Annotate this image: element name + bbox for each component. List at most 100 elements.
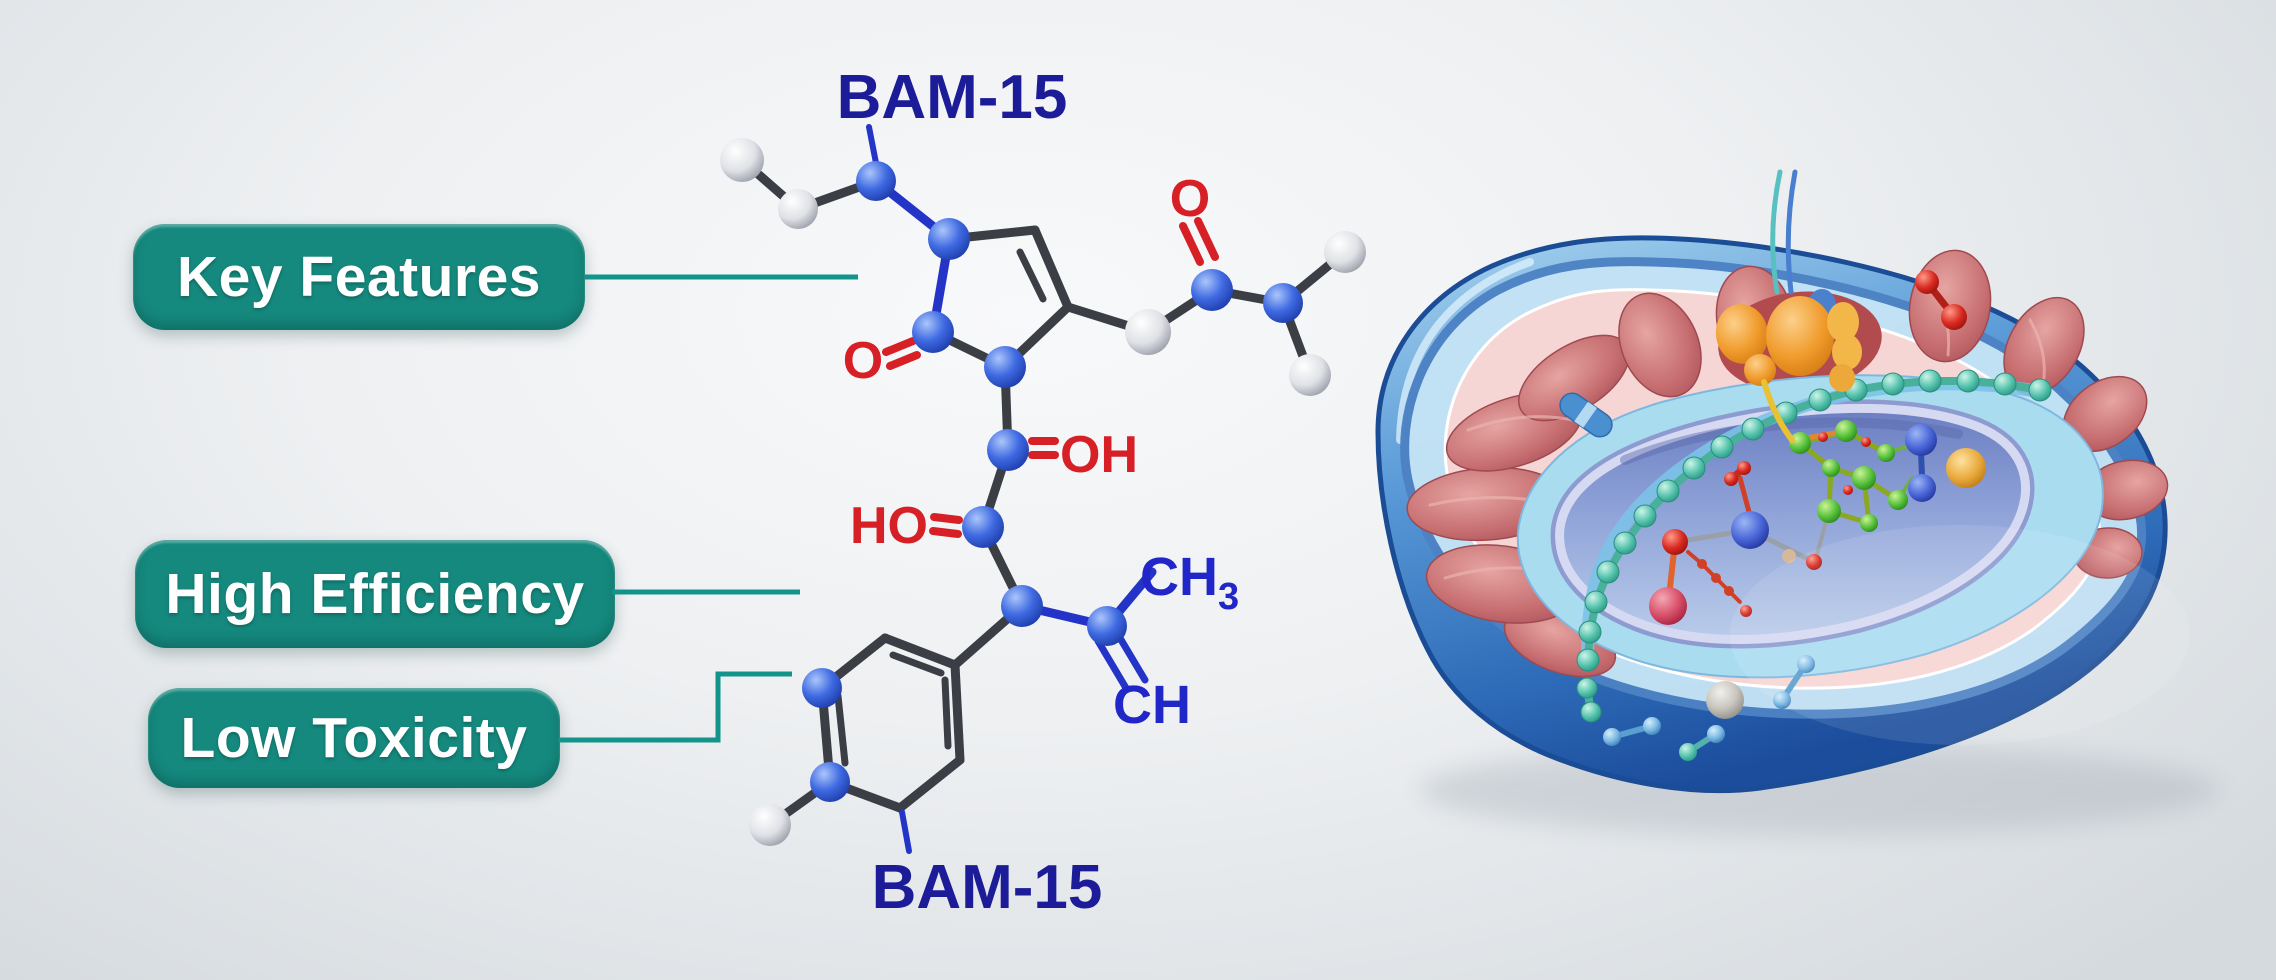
double-bond-inner (834, 692, 849, 767)
bead (1576, 648, 1600, 672)
atom-nitrogen (1191, 269, 1233, 311)
callout-key-features: Key Features (133, 224, 585, 330)
atom-hydrogen (1289, 354, 1331, 396)
link (1918, 449, 1925, 479)
red-ball (1740, 605, 1752, 617)
complex-lobe (1827, 302, 1859, 342)
filament-teal (1770, 169, 1783, 295)
atom-nitrogen (987, 429, 1029, 471)
tan-ball (1782, 549, 1796, 563)
green-ball (1860, 514, 1878, 532)
link (1737, 475, 1752, 515)
methyl-main: CH (1140, 547, 1218, 607)
double-bond-red (1194, 217, 1219, 261)
membrane-highlight (1396, 258, 1534, 444)
bead (1808, 388, 1832, 412)
dumbbell-ball (1797, 655, 1815, 673)
dumbbell-ball (1915, 270, 1939, 294)
hydroxyl-label: OH (1060, 426, 1138, 484)
complex-lobe (1744, 354, 1776, 386)
complex-lobe (1832, 334, 1862, 370)
atom-nitrogen (802, 668, 842, 708)
bead (2028, 378, 2052, 402)
dumbbell-ball (1941, 304, 1967, 330)
atom-nitrogen (962, 506, 1004, 548)
bead (1881, 372, 1905, 396)
red-ball (1806, 554, 1822, 570)
double-bond-blue (1094, 637, 1130, 692)
double-bond-red (886, 351, 921, 370)
bead (1682, 456, 1706, 480)
red-dumbbell (1915, 270, 1967, 330)
molecule-titles: BAM-15 BAM-15 (837, 63, 1103, 922)
bond (880, 633, 960, 670)
bead (1578, 620, 1602, 644)
callout-high-efficiency-label: High Efficiency (165, 562, 585, 626)
blue-vesicle (1908, 474, 1936, 502)
dumbbell-ball (1643, 717, 1661, 735)
red-node (1861, 437, 1871, 447)
bead (1584, 590, 1608, 614)
double-bond-red (1179, 222, 1204, 266)
double-bond-red (929, 527, 962, 538)
bead (1710, 435, 1734, 459)
atom-nitrogen (912, 311, 954, 353)
green-ball (1822, 459, 1840, 477)
gray-sphere (1706, 681, 1744, 719)
atoms (720, 138, 1366, 846)
bead (1956, 369, 1980, 393)
double-bond-blue (1113, 629, 1149, 684)
blue-vesicle (1905, 424, 1937, 456)
double-bond-inner (1016, 248, 1047, 303)
double-bond-inner (889, 651, 945, 677)
callout-low-toxicity-label: Low Toxicity (180, 706, 528, 770)
blue-vesicle (1731, 511, 1769, 549)
bead (1576, 677, 1598, 699)
atom-hydrogen (749, 804, 791, 846)
outer-surface-granules (1603, 655, 1815, 761)
oxygen-label: O (843, 332, 883, 390)
bond (950, 660, 965, 765)
orange-vesicle (1946, 448, 1986, 488)
complex-lobe (1829, 364, 1855, 392)
bond (1030, 225, 1073, 312)
bead (1633, 504, 1657, 528)
bond (895, 755, 965, 813)
complex-lobe (1766, 296, 1834, 376)
bam15-molecule-diagram: O O OH HO CH3 CH BAM-15 BAM-15 (720, 63, 1366, 922)
callout-high-efficiency: High Efficiency (135, 540, 615, 648)
red-ball (1724, 472, 1738, 486)
atom-nitrogen (928, 218, 970, 260)
red-ball (1711, 573, 1721, 583)
methyl-subscript: 3 (1218, 576, 1239, 618)
bead (1613, 531, 1637, 555)
capsule-band (1574, 401, 1597, 428)
bead (1656, 479, 1680, 503)
dumbbell-ball (1679, 743, 1697, 761)
atom-hydrogen (1324, 231, 1366, 273)
connector-low-toxicity (558, 671, 792, 743)
hydroxyl-label: HO (850, 497, 928, 555)
dumbbell-ball (1773, 691, 1791, 709)
red-ball (1662, 529, 1688, 555)
green-ball (1835, 420, 1857, 442)
double-bond-inner (941, 676, 952, 750)
bead (1993, 372, 2017, 396)
protein-complex (1715, 169, 1862, 443)
atom-nitrogen (810, 762, 850, 802)
atom-hydrogen (778, 189, 818, 229)
blue-capsule (1559, 392, 1613, 438)
bond-lines (737, 155, 1350, 830)
molecule-title-bottom: BAM-15 (872, 853, 1103, 922)
oxygen-label: O (1170, 170, 1210, 228)
filament-blue (1785, 169, 1798, 295)
red-ball (1724, 586, 1734, 596)
oxygen-double-bonds (882, 217, 1219, 538)
red-node (1818, 432, 1828, 442)
red-ball (1737, 461, 1751, 475)
methine-label: CH (1113, 675, 1191, 735)
red-vesicle (1649, 587, 1687, 625)
atom-carbon (1125, 309, 1171, 355)
